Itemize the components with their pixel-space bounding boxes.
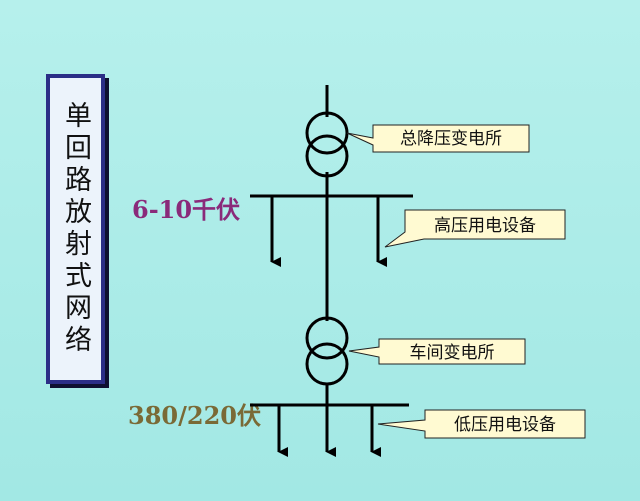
label-lv-equipment: 低压用电设备: [454, 415, 556, 435]
callout-hv-equipment: 高压用电设备: [384, 209, 566, 248]
workshop-transformer-icon: [305, 316, 349, 386]
label-workshop-substation: 车间变电所: [410, 343, 495, 363]
callout-lv-equipment: 低压用电设备: [377, 409, 586, 439]
diagram-title: 单回路放射式网络: [60, 101, 91, 357]
high-voltage-label: 6-10千伏: [132, 195, 241, 224]
callout-workshop-substation: 车间变电所: [348, 338, 526, 365]
low-voltage-label: 380/220伏: [128, 401, 261, 430]
label-hv-equipment: 高压用电设备: [434, 216, 536, 236]
label-main-substation: 总降压变电所: [400, 129, 502, 149]
callout-main-substation: 总降压变电所: [346, 124, 530, 153]
title-box: 单回路放射式网络: [46, 74, 105, 384]
main-transformer-icon: [305, 111, 349, 178]
